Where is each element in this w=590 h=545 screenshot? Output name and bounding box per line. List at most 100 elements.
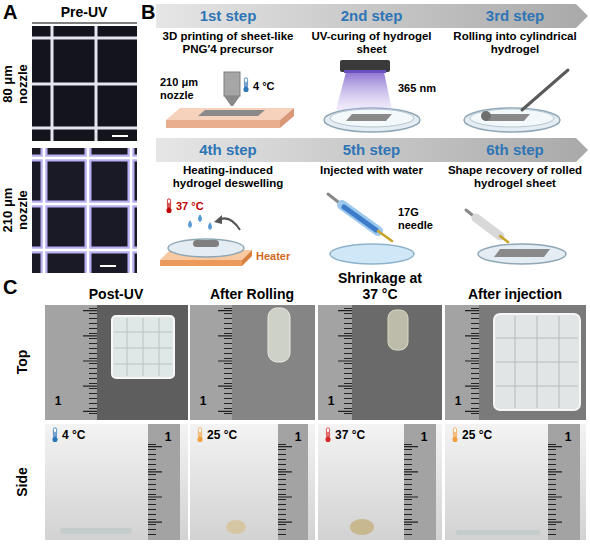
syringe <box>500 236 508 242</box>
heater-plate <box>160 260 242 266</box>
printed-grid <box>43 148 46 273</box>
hydrogel-sheet <box>346 114 392 121</box>
column-header: After Rolling <box>190 286 314 302</box>
thermometer-icon <box>166 199 171 213</box>
hydrogel-sample <box>127 318 128 376</box>
petri-dish <box>330 109 414 127</box>
photo <box>190 424 315 540</box>
printed-grid <box>32 247 137 254</box>
rolled-hydrogel <box>481 111 491 121</box>
ruler-number: 1 <box>292 430 304 444</box>
hydrogel-sample <box>114 364 172 365</box>
ruler-ticks <box>278 446 292 538</box>
hydrogel-sample <box>112 316 174 378</box>
ruler-ticks <box>471 308 479 418</box>
column-header: Post-UV <box>46 286 186 302</box>
ruler-ticks <box>224 308 232 418</box>
column-header: After injection <box>445 286 585 302</box>
hydrogel-sample <box>114 318 172 376</box>
print-bed <box>166 108 294 120</box>
ruler-ticks <box>218 310 232 418</box>
water-droplet <box>188 220 192 228</box>
step-heading: 5th step <box>300 138 443 162</box>
ruler-number: 1 <box>418 430 430 444</box>
micrograph <box>32 148 137 273</box>
hydrogel-sample <box>496 316 578 408</box>
ruler-ticks <box>404 444 412 538</box>
syringe <box>344 207 376 230</box>
ruler-ticks <box>548 444 556 538</box>
printed-grid <box>32 203 137 206</box>
ruler <box>190 305 232 420</box>
row-label: 210 μm nozzle <box>0 174 30 246</box>
temperature-label: 4 °C <box>253 80 289 93</box>
print-bed <box>166 120 280 128</box>
photo <box>190 305 315 420</box>
ruler <box>45 305 97 420</box>
photo <box>45 424 188 540</box>
printed-grid <box>41 148 48 273</box>
ruler <box>548 424 580 540</box>
process-step: 4th stepHeating-induced hydrogel deswell… <box>158 138 298 190</box>
hydrogel-sheet <box>494 249 550 257</box>
panel-letter: A <box>3 1 23 24</box>
row-label: Side <box>14 452 30 512</box>
step-heading: 3rd step <box>445 4 585 28</box>
water-droplet <box>208 222 212 230</box>
ruler-ticks <box>148 446 162 538</box>
ruler-number: 1 <box>52 394 64 408</box>
row-label: 80 μm nozzle <box>0 48 30 120</box>
printed-grid <box>32 249 137 252</box>
printed-grid <box>32 157 137 160</box>
hydrogel-sample <box>60 528 132 534</box>
step-description: UV-curing of hydrogel sheet <box>300 30 443 56</box>
printed-grid <box>32 148 137 273</box>
petri-dish <box>330 244 414 264</box>
row-label: Top <box>14 332 30 392</box>
printed-grid <box>85 148 92 273</box>
heater-plate <box>242 250 252 266</box>
photo <box>318 424 442 540</box>
ruler-ticks <box>472 308 475 418</box>
printed-grid <box>32 26 137 141</box>
panel-letter: C <box>3 276 23 299</box>
photo <box>45 305 188 420</box>
water-droplet <box>198 214 202 222</box>
deswelling-arrow <box>214 215 222 224</box>
process-step: 3rd stepRolling into cylindrical hydroge… <box>445 4 585 56</box>
ruler-ticks <box>278 444 286 538</box>
uv-lamp <box>340 60 390 72</box>
print-bed <box>166 108 294 128</box>
syringe <box>476 218 500 236</box>
scale-bar <box>100 265 116 267</box>
printed-grid <box>32 201 137 208</box>
process-step: 1st step3D printing of sheet-like PNG′4 … <box>158 4 298 56</box>
printed-grid <box>32 127 137 130</box>
hydrogel-sample <box>114 332 172 333</box>
ruler-number: 1 <box>562 430 574 444</box>
printed-grid <box>32 83 137 86</box>
printed-grid <box>130 148 133 273</box>
temperature-label: 37 °C <box>176 200 216 213</box>
column-header: Shrinkage at 37 °C <box>337 270 423 302</box>
petri-dish <box>168 239 244 257</box>
hydrogel-sample <box>159 318 160 376</box>
print-bed <box>280 108 294 128</box>
annotation: Heater <box>256 250 298 263</box>
petri-dish <box>464 108 560 132</box>
uv-lamp <box>344 70 386 73</box>
thermometer-icon <box>52 428 57 442</box>
ruler-ticks <box>408 444 411 538</box>
hydrogel-sample <box>494 314 580 410</box>
temperature-label: 4 °C <box>62 428 102 442</box>
process-step: 2nd stepUV-curing of hydrogel sheet <box>300 4 443 56</box>
step-description: Rolling into cylindrical hydrogel <box>445 30 585 56</box>
annotation: 17G needle <box>398 206 444 232</box>
hydrogel-sample <box>496 338 578 339</box>
deswelling-arrow <box>214 215 240 230</box>
step-description: Shape recovery of rolled hydrogel sheet <box>445 164 585 190</box>
step-heading: 2nd step <box>300 4 443 28</box>
panel-letter: B <box>141 1 161 24</box>
thermometer-icon <box>325 428 330 442</box>
